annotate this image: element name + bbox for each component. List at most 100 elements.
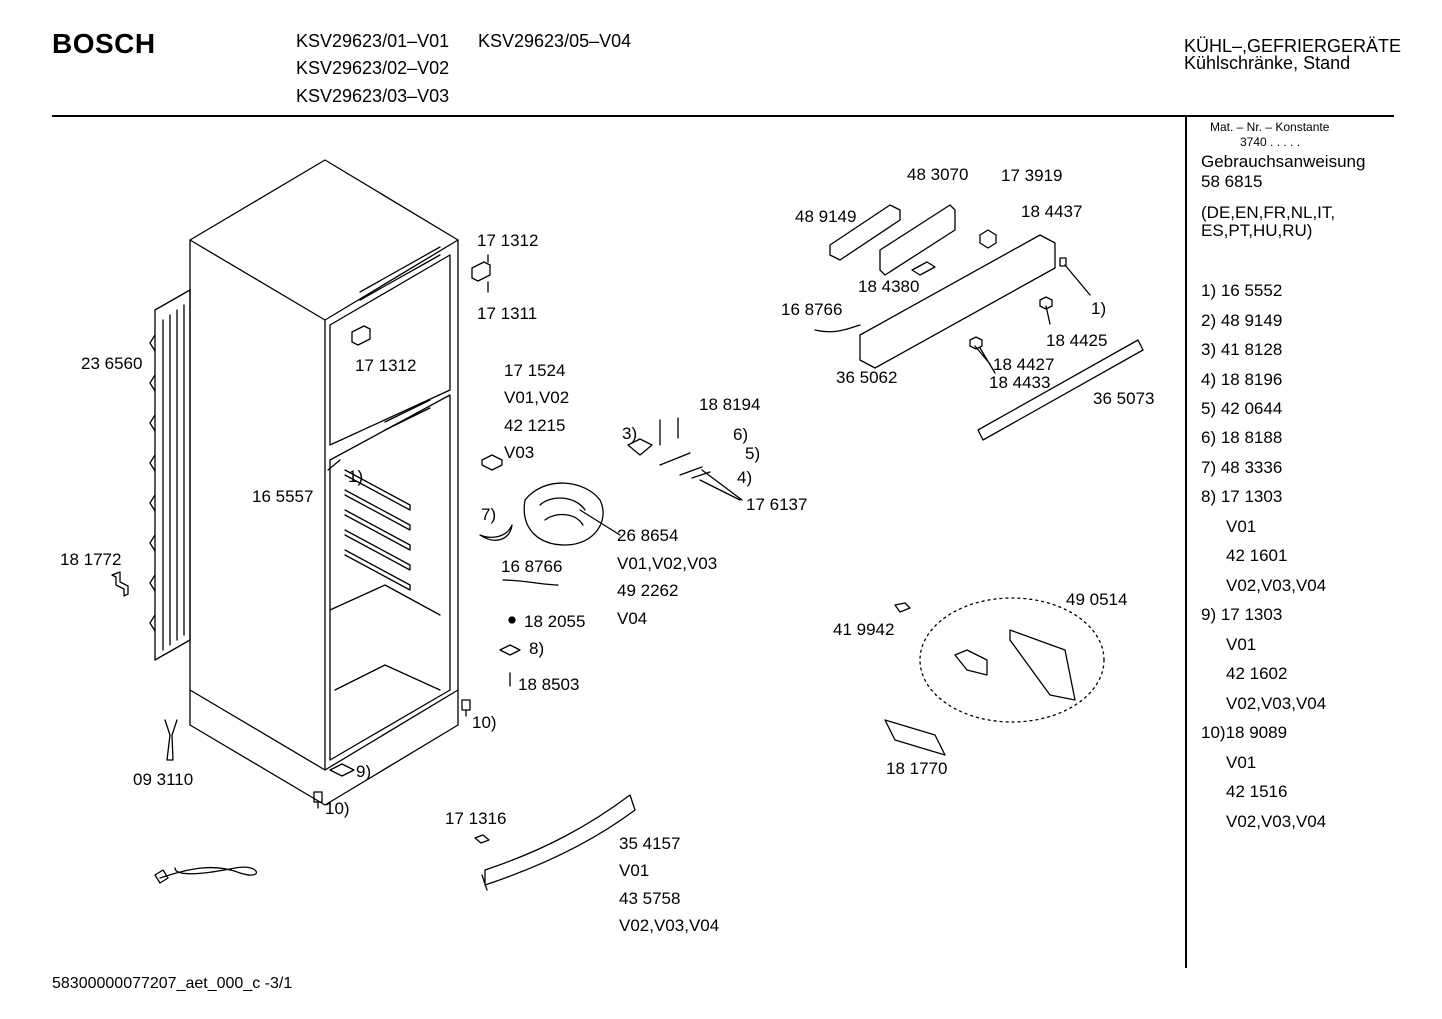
part-label: 42 1215 bbox=[504, 416, 566, 435]
languages: (DE,EN,FR,NL,IT, bbox=[1201, 203, 1336, 222]
mat-header: Mat. – Nr. – Konstante bbox=[1210, 120, 1330, 134]
leader-26-8654 bbox=[579, 509, 621, 536]
model-number: KSV29623/05–V04 bbox=[478, 31, 632, 51]
lamp-cover-18-1770 bbox=[884, 719, 946, 756]
power-cord bbox=[154, 866, 258, 884]
panel-36-5062 bbox=[859, 234, 1056, 369]
parts-list-item: 5) 42 0644 bbox=[1201, 399, 1283, 418]
languages: ES,PT,HU,RU) bbox=[1201, 221, 1313, 240]
part-label: 10) bbox=[472, 713, 497, 732]
cable-16-8766b bbox=[814, 324, 861, 333]
part-label: 18 4380 bbox=[858, 277, 920, 296]
part-label: 48 9149 bbox=[795, 207, 857, 226]
header-divider bbox=[52, 115, 1394, 117]
part-label: 18 1770 bbox=[886, 759, 948, 778]
part-label: 4) bbox=[737, 468, 753, 487]
part-label: 18 2055 bbox=[524, 612, 586, 631]
part-label: 18 4427 bbox=[993, 355, 1055, 374]
fan-cover-26-8654 bbox=[523, 482, 604, 546]
part-9 bbox=[329, 763, 355, 777]
part-label: 17 3919 bbox=[1001, 166, 1063, 185]
part-label: 36 5073 bbox=[1093, 389, 1155, 408]
part-18-4427 bbox=[969, 336, 996, 374]
parts-list-variant: 42 1602 bbox=[1226, 664, 1288, 683]
part-label: 18 8503 bbox=[518, 675, 580, 694]
parts-list-item: 1) 16 5552 bbox=[1201, 281, 1283, 300]
parts-list-item: 7) 48 3336 bbox=[1201, 458, 1283, 477]
part-label: 17 1524 bbox=[504, 361, 566, 380]
part-label: 26 8654 bbox=[617, 526, 679, 545]
bracket-3 bbox=[627, 438, 653, 456]
manual-number: 58 6815 bbox=[1201, 172, 1263, 191]
parts-list-variant: V02,V03,V04 bbox=[1226, 576, 1327, 595]
parts-list-variant: V01 bbox=[1226, 517, 1257, 536]
lamp-housing bbox=[1009, 629, 1076, 701]
part-label: 48 3070 bbox=[907, 165, 969, 184]
part-label: 18 4437 bbox=[1021, 202, 1083, 221]
parts-list-variant: 42 1516 bbox=[1226, 782, 1288, 801]
parts-list-item: 9) 17 1303 bbox=[1201, 605, 1283, 624]
category-title: KÜHL–,GEFRIERGERÄTE bbox=[1184, 36, 1402, 56]
part-label: 7) bbox=[481, 505, 497, 524]
part-17-3919 bbox=[979, 229, 997, 249]
part-label: 9) bbox=[356, 762, 372, 781]
part-label: 16 8766 bbox=[501, 557, 563, 576]
parts-list-variant: V01 bbox=[1226, 635, 1257, 654]
doc-id: 58300000077207_aet_000_c bbox=[52, 975, 261, 992]
sidebar-divider bbox=[1185, 116, 1187, 968]
hinge-17-1312 bbox=[471, 261, 491, 293]
leader-17-6137 bbox=[699, 469, 743, 501]
cable-16-8766 bbox=[502, 579, 559, 586]
document-id: 58300000077207_aet_000_c -3/1 bbox=[52, 975, 292, 993]
part-18-4380 bbox=[911, 261, 936, 276]
parts-list-item: 6) 18 8188 bbox=[1201, 428, 1283, 447]
part-label: 17 1311 bbox=[477, 304, 538, 323]
part-label: 10) bbox=[325, 799, 350, 818]
part-label: 43 5758 bbox=[619, 889, 681, 908]
part-label: 16 5557 bbox=[252, 487, 314, 506]
part-label: 41 9942 bbox=[833, 620, 895, 639]
parts-list-item: 4) 18 8196 bbox=[1201, 370, 1283, 389]
lamp-group-49-0514 bbox=[919, 597, 1105, 723]
part-label: 1) bbox=[1091, 299, 1107, 318]
trim-36-5073 bbox=[977, 339, 1144, 441]
part-17-1316 bbox=[474, 834, 490, 844]
part-label: 17 6137 bbox=[746, 495, 808, 514]
part-label: 3) bbox=[622, 424, 638, 443]
part-label: 17 1316 bbox=[445, 809, 507, 828]
part-label: 17 1312 bbox=[477, 231, 539, 250]
brand-logo: BOSCH bbox=[52, 28, 156, 59]
part-label: V02,V03,V04 bbox=[619, 916, 720, 935]
part-label: 18 4433 bbox=[989, 373, 1051, 392]
part-label: 09 3110 bbox=[133, 770, 194, 789]
parts-list-item: 3) 41 8128 bbox=[1201, 340, 1283, 359]
part-label: V01,V02,V03 bbox=[617, 554, 718, 573]
category-subtitle: Kühlschränke, Stand bbox=[1184, 53, 1351, 73]
parts-6-5-4 bbox=[659, 417, 711, 479]
screw-1 bbox=[1059, 257, 1091, 296]
door-shelf-35-4157 bbox=[481, 794, 636, 891]
bracket-18-1772 bbox=[111, 571, 129, 597]
part-label: 16 8766 bbox=[781, 300, 843, 319]
part-label: 1) bbox=[348, 467, 364, 486]
parts-list-item: 10)18 9089 bbox=[1201, 723, 1288, 742]
part-label: V04 bbox=[617, 609, 648, 628]
part-7 bbox=[479, 524, 513, 541]
model-number: KSV29623/01–V01 bbox=[296, 31, 450, 51]
hinge-17-1312-inner bbox=[351, 325, 371, 346]
mat-value: 3740 . . . . . bbox=[1240, 135, 1301, 149]
lamp-socket bbox=[954, 649, 988, 676]
part-18-4425 bbox=[1039, 296, 1053, 325]
screw-10b bbox=[313, 791, 323, 809]
parts-list-variant: 42 1601 bbox=[1226, 546, 1288, 565]
part-label: V01 bbox=[619, 861, 650, 880]
part-label: 35 4157 bbox=[619, 834, 681, 853]
part-17-1524 bbox=[481, 454, 503, 471]
model-number: KSV29623/02–V02 bbox=[296, 58, 450, 78]
model-number: KSV29623/03–V03 bbox=[296, 86, 450, 106]
parts-list-variant: V02,V03,V04 bbox=[1226, 812, 1327, 831]
part-label: 8) bbox=[529, 639, 545, 658]
board-48-9149 bbox=[829, 204, 901, 261]
part-18-2055 bbox=[508, 616, 516, 624]
part-label: 18 4425 bbox=[1046, 331, 1108, 350]
